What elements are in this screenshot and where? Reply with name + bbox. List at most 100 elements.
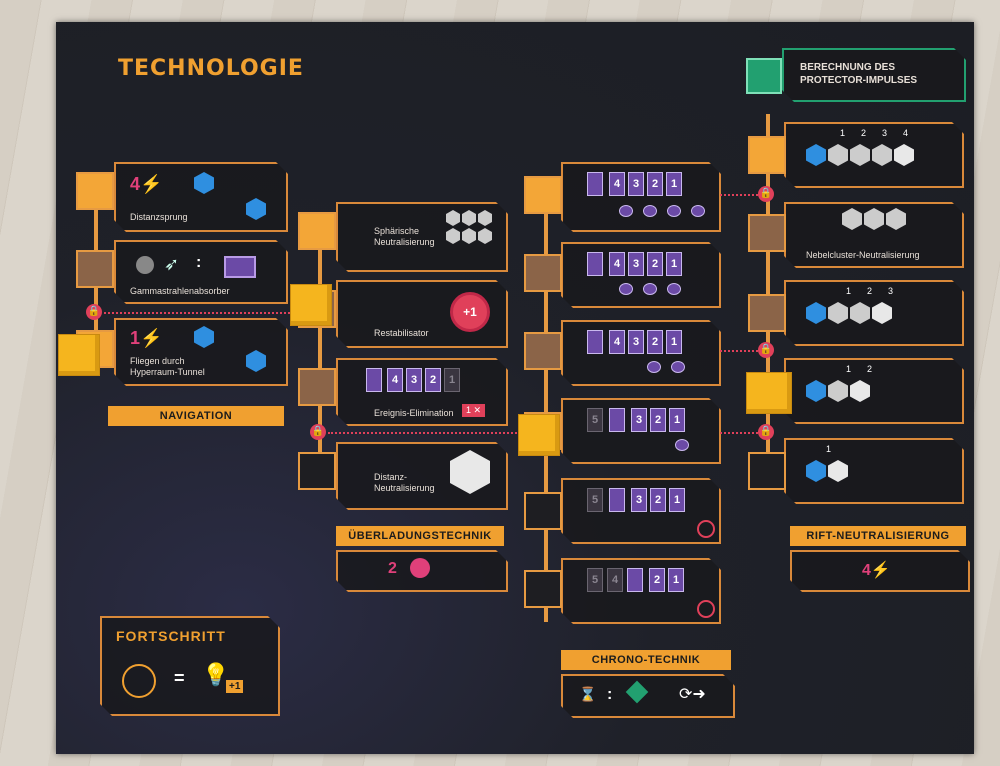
chrono-card: 1 [666, 172, 682, 196]
chrono-row-4[interactable]: 5 3 2 1 [561, 398, 721, 464]
rift-tech-3[interactable]: 1 2 3 [784, 280, 964, 346]
tech-spharische[interactable]: Sphärische Neutralisierung [336, 202, 508, 272]
overload-value: 2 [388, 560, 397, 577]
slot-rift-1[interactable] [748, 136, 786, 174]
slot-gammastrahlenabsorber[interactable] [76, 250, 114, 288]
colon-text: : [607, 686, 613, 703]
colon-text: : [196, 254, 202, 271]
time-token-icon [667, 205, 681, 217]
slot-chrono-5[interactable] [524, 492, 562, 530]
progress-panel: FORTSCHRITT = 💡 +1 [100, 616, 280, 716]
tech-ereignis-elimination[interactable]: 4 3 2 1 Ereignis-Elimination 1 ✕ [336, 358, 508, 426]
tech-label: Nebelcluster-Neutralisierung [806, 250, 920, 260]
time-token-icon [643, 205, 657, 217]
chrono-row-5[interactable]: 5 3 2 1 [561, 478, 721, 544]
lock-link [104, 312, 294, 314]
nebula-hex-icon [446, 228, 460, 244]
card-icon [609, 488, 625, 512]
slot-chrono-2[interactable] [524, 254, 562, 292]
chrono-row-3[interactable]: 4 3 2 1 [561, 320, 721, 386]
rift-tech-1[interactable]: 1 2 3 4 [784, 122, 964, 188]
blue-hex-icon [806, 144, 826, 166]
calc-slot[interactable] [746, 58, 782, 94]
player-cube[interactable] [746, 372, 792, 414]
chrono-card: 1 [666, 252, 682, 276]
rift-hex-icon [894, 144, 914, 166]
chrono-card: 3 [628, 330, 644, 354]
lock-icon: 🔒 [758, 342, 774, 358]
tech-label-line1: Fliegen durch [130, 356, 185, 366]
slot-rift-2[interactable] [748, 214, 786, 252]
card-2: 2 [425, 368, 441, 392]
step-num: 2 [861, 128, 867, 138]
chrono-card: 1 [669, 408, 685, 432]
tech-gammastrahlenabsorber[interactable]: ➶ : Gammastrahlenabsorber [114, 240, 288, 304]
card-icon [587, 330, 603, 354]
tech-label: Distanzsprung [130, 212, 188, 222]
nebula-hex-icon [478, 228, 492, 244]
chrono-card: 4 [609, 172, 625, 196]
target-hex-icon [246, 198, 266, 220]
nebula-hex-icon [450, 450, 490, 494]
tech-restabilisator[interactable]: +1 Restabilisator [336, 280, 508, 348]
slot-rift-3[interactable] [748, 294, 786, 332]
chrono-card: 3 [631, 488, 647, 512]
player-cube[interactable] [518, 414, 560, 456]
player-cube[interactable] [58, 334, 100, 376]
card-icon [587, 172, 603, 196]
lock-link [328, 432, 528, 434]
empty-hex-icon [872, 144, 892, 166]
chrono-card: 4 [609, 252, 625, 276]
tech-distanzsprung[interactable]: 4⚡ Distanzsprung [114, 162, 288, 232]
rift-tech-nebelcluster[interactable]: Nebelcluster-Neutralisierung [784, 202, 964, 268]
chrono-card: 4 [609, 330, 625, 354]
rift-cost: 4 [862, 562, 871, 579]
chrono-card: 3 [631, 408, 647, 432]
step-num: 3 [882, 128, 888, 138]
chrono-card: 1 [666, 330, 682, 354]
tech-label-line2: Neutralisierung [374, 237, 435, 247]
slot-chrono-1[interactable] [524, 176, 562, 214]
chrono-card: 3 [628, 252, 644, 276]
hex-end-icon [246, 350, 266, 372]
step-num: 1 [846, 364, 852, 374]
tech-label-line2: Neutralisierung [374, 483, 435, 493]
empty-hex-icon [850, 144, 870, 166]
card-icon [627, 568, 643, 592]
blue-hex-icon [806, 380, 826, 402]
rift-tech-5[interactable]: 1 [784, 438, 964, 504]
calc-panel: BERECHNUNG DES PROTECTOR-IMPULSES [782, 48, 966, 102]
calc-line1: BERECHNUNG DES [800, 62, 896, 73]
tech-label: Ereignis-Elimination [374, 408, 454, 418]
tech-hyperraum-tunnel[interactable]: 1⚡ Fliegen durch Hyperraum-Tunnel [114, 318, 288, 386]
chrono-card: 2 [650, 488, 666, 512]
slot-ereignis[interactable] [298, 368, 336, 406]
slot-chrono-6[interactable] [524, 570, 562, 608]
lock-icon: 🔒 [758, 186, 774, 202]
restabilize-badge: +1 [450, 292, 490, 332]
lock-link [720, 432, 758, 434]
tech-distanz-neutralisierung[interactable]: Distanz- Neutralisierung [336, 442, 508, 510]
slot-rift-5[interactable] [748, 452, 786, 490]
card-icon [224, 256, 256, 278]
slot-distanzsprung[interactable] [76, 172, 114, 210]
step-num: 1 [840, 128, 846, 138]
arrow-icon: ⟳➜ [679, 686, 706, 703]
slot-chrono-3[interactable] [524, 332, 562, 370]
elim-count: 1 [466, 405, 472, 415]
progress-title: FORTSCHRITT [116, 628, 226, 644]
player-cube[interactable] [290, 284, 332, 326]
lock-link [720, 350, 758, 352]
cost-value: 4 [130, 174, 141, 194]
slot-spharische[interactable] [298, 212, 336, 250]
chrono-row-2[interactable]: 4 3 2 1 [561, 242, 721, 308]
lightning-icon: ⚡ [140, 174, 163, 194]
ship-icon: ➶ [164, 254, 180, 274]
chrono-row-1[interactable]: 4 3 2 1 [561, 162, 721, 232]
slot-distanz[interactable] [298, 452, 336, 490]
navigation-label: NAVIGATION [108, 406, 284, 426]
chrono-row-6[interactable]: 5 4 2 1 [561, 558, 721, 624]
rift-tech-4[interactable]: 1 2 [784, 358, 964, 424]
lock-icon: 🔒 [758, 424, 774, 440]
chrono-card: 5 [587, 488, 603, 512]
